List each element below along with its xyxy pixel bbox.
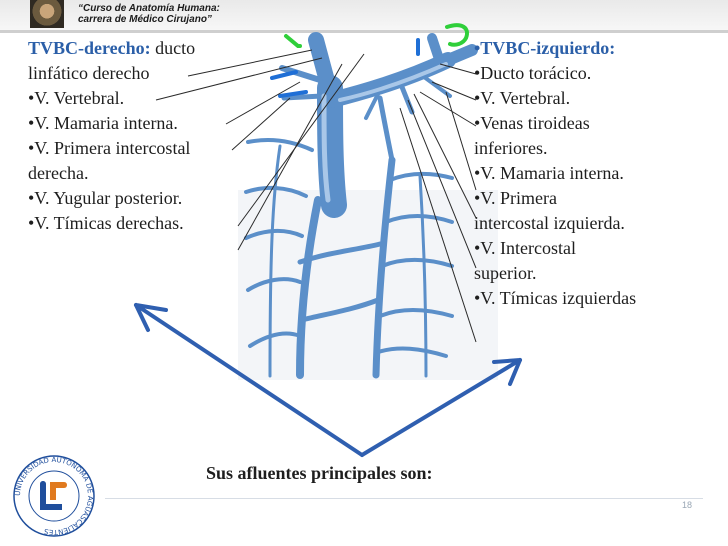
- azygos-vein: [296, 196, 322, 379]
- header-band: [0, 0, 728, 30]
- right-item: intercostal izquierda.: [474, 213, 625, 233]
- leader-intercostal-l: [413, 93, 477, 219]
- connecting-vein-1: [297, 241, 383, 265]
- vertical-l1: [418, 174, 428, 378]
- right-item: inferiores.: [474, 138, 548, 158]
- left-brachiocephalic: [324, 52, 456, 108]
- intercostal-r3: [244, 229, 304, 240]
- right-title: •TVBC-izquierdo:: [474, 38, 616, 58]
- leader-timicas-l: [399, 107, 477, 343]
- right-item: •V. Mamaria interna.: [474, 163, 624, 183]
- leader-mamaria-r: [225, 81, 301, 125]
- right-item: •Ducto torácico.: [474, 63, 592, 83]
- right-branch-1: [279, 65, 323, 83]
- diagram-bg-panel: [238, 190, 498, 380]
- green-hook-right: [445, 23, 469, 47]
- right-item: •V. Primera: [474, 188, 557, 208]
- right-item: superior.: [474, 263, 537, 283]
- intercostal-l1: [388, 171, 454, 182]
- course-header-line1: “Curso de Anatomía Humana:: [78, 3, 220, 14]
- leader-vertebral-r: [155, 57, 323, 101]
- blue-markers: [270, 38, 420, 98]
- green-markers: [284, 23, 469, 48]
- vertical-r1: [268, 144, 282, 378]
- marker-right-1: [270, 70, 298, 80]
- accessory-hemiazygos: [377, 95, 395, 163]
- left-item: •V. Primera intercostal: [28, 138, 191, 158]
- right-item: •Venas tiroideas: [474, 113, 590, 133]
- right-item: •V. Vertebral.: [474, 88, 571, 108]
- arrow-right-head: [492, 358, 522, 386]
- left-item: •V. Vertebral.: [28, 88, 125, 108]
- arrow-left-head: [134, 303, 168, 332]
- leader-lines: [155, 49, 477, 343]
- left-title-line: TVBC-derecho: ducto: [28, 36, 273, 61]
- right-trunk-tributaries: TVBC-derecho: ducto linfático derecho •V…: [28, 36, 273, 236]
- left-subclavian: [442, 44, 478, 66]
- leader-tiroideas: [419, 91, 477, 127]
- left-trunk-tributaries: •TVBC-izquierdo: •Ducto torácico. •V. Ve…: [474, 36, 704, 311]
- left-item: linfático derecho: [28, 63, 150, 83]
- summary-arrows: [134, 303, 522, 457]
- leader-intercostal-r: [231, 97, 291, 151]
- page-number: 18: [682, 500, 693, 510]
- header-divider: [0, 30, 728, 33]
- left-item: derecha.: [28, 163, 89, 183]
- left-branch-3: [364, 88, 382, 120]
- left-title: TVBC-derecho:: [28, 38, 151, 58]
- logo-emblem-blue: [40, 481, 62, 510]
- left-jugular: [427, 33, 445, 67]
- leader-yugular-post: [237, 53, 365, 227]
- left-item: •V. Mamaria interna.: [28, 113, 178, 133]
- arrow-right: [360, 358, 522, 457]
- marker-right-2: [278, 90, 308, 98]
- portrait-photo: [30, 0, 64, 28]
- arrow-left: [134, 303, 364, 457]
- intercostal-l5: [376, 346, 448, 358]
- intercostal-l3: [380, 258, 454, 268]
- leader-ducto-toracico: [439, 63, 477, 75]
- right-item: •V. Tímicas izquierdas: [474, 288, 637, 308]
- right-brachiocephalic: [308, 32, 338, 100]
- vein-highlights: [321, 62, 448, 203]
- footer-divider: [105, 498, 703, 499]
- leader-ducto-linfatico: [187, 49, 313, 77]
- course-header: “Curso de Anatomía Humana: carrera de Mé…: [78, 3, 220, 25]
- intercostal-l4: [378, 308, 454, 318]
- university-logo: UNIVERSIDAD AUTÓNOMA DE AGUASCALIENTES: [13, 455, 95, 537]
- leader-intercostal-sup: [407, 99, 477, 269]
- intercostal-r1: [246, 138, 314, 152]
- course-header-line2: carrera de Médico Cirujano”: [78, 14, 212, 25]
- right-branch-2: [281, 93, 325, 101]
- connecting-vein-2: [299, 297, 381, 323]
- intercostal-r5: [248, 331, 302, 348]
- vein-tree: [244, 32, 478, 379]
- logo-emblem-orange: [50, 482, 67, 500]
- left-branch-1: [397, 79, 415, 115]
- intercostal-l2: [384, 214, 454, 224]
- left-title-rest: ducto: [150, 38, 196, 58]
- right-item: •V. Intercostal: [474, 238, 576, 258]
- intercostal-r4: [246, 277, 302, 292]
- left-item: •V. Yugular posterior.: [28, 188, 183, 208]
- left-item: •V. Tímicas derechas.: [28, 213, 184, 233]
- leader-timicas-r: [237, 63, 343, 251]
- leader-mamaria-l: [445, 91, 477, 191]
- left-branch-2: [418, 72, 452, 98]
- leader-vertebral-l: [431, 81, 477, 101]
- green-check-left: [284, 34, 302, 48]
- summary-caption: Sus afluentes principales son:: [206, 463, 433, 483]
